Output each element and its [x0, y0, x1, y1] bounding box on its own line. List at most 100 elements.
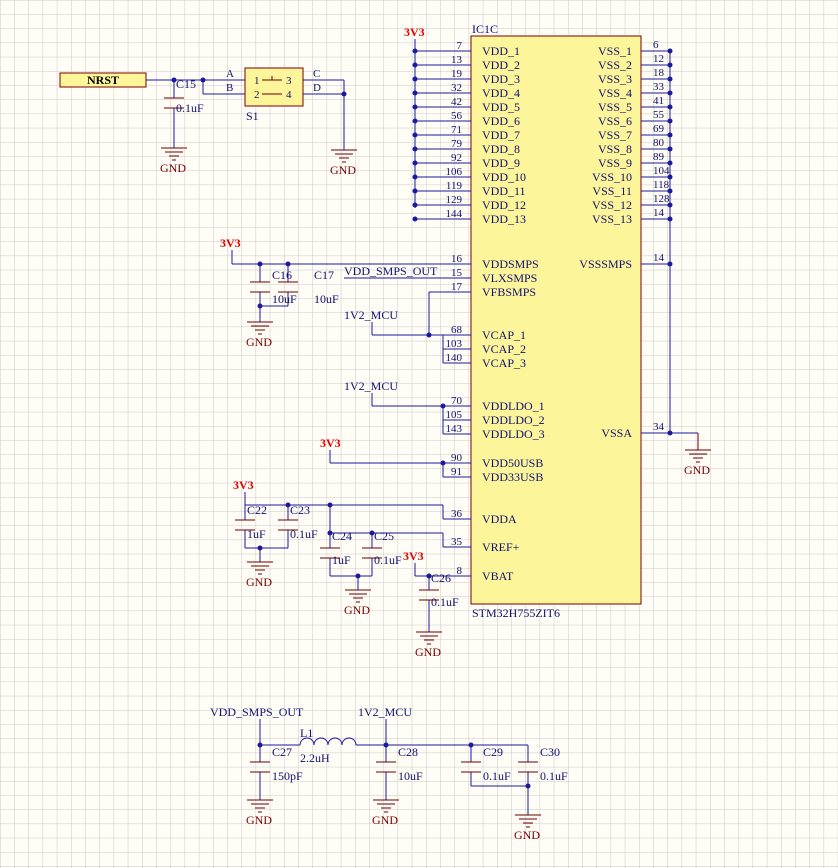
svg-text:VREF+: VREF+	[482, 540, 520, 554]
svg-text:VLXSMPS: VLXSMPS	[482, 271, 537, 285]
svg-text:VSS_8: VSS_8	[598, 142, 632, 156]
svg-text:C15: C15	[176, 77, 196, 91]
svg-text:VDD_9: VDD_9	[482, 156, 520, 170]
svg-text:VSS_3: VSS_3	[598, 72, 632, 86]
svg-text:GND: GND	[684, 463, 710, 477]
svg-text:C16: C16	[272, 268, 292, 282]
svg-text:C28: C28	[398, 745, 418, 759]
svg-text:106: 106	[446, 166, 463, 178]
svg-text:VDD_3: VDD_3	[482, 72, 520, 86]
svg-text:56: 56	[451, 110, 463, 122]
svg-text:3: 3	[286, 75, 292, 87]
ic-pin-vdd_6[interactable]: 56 VDD_6	[412, 110, 521, 128]
svg-text:VSSSMPS: VSSSMPS	[579, 257, 632, 271]
ic-pin-vdd_10[interactable]: 106 VDD_10	[412, 166, 527, 184]
svg-text:VSS_6: VSS_6	[598, 114, 632, 128]
svg-text:VDD_10: VDD_10	[482, 170, 526, 184]
svg-text:VSS_10: VSS_10	[592, 170, 632, 184]
ic-stm32[interactable]: IC1C STM32H755ZIT6	[470, 22, 642, 620]
svg-text:VSSA: VSSA	[601, 426, 632, 440]
svg-text:A: A	[226, 68, 234, 80]
ic-pin-vsssmps[interactable]: 14 VSSSMPS	[579, 252, 673, 271]
svg-text:32: 32	[451, 82, 462, 94]
smps-filter: VDD_SMPS_OUT 1V2_MCU	[210, 705, 531, 815]
component-labels: L12.2uH	[300, 726, 330, 765]
svg-text:140: 140	[446, 352, 463, 364]
inductor-l1[interactable]	[299, 737, 357, 746]
svg-text:14: 14	[653, 252, 665, 264]
svg-text:10uF: 10uF	[272, 292, 297, 306]
svg-text:3V3: 3V3	[220, 236, 241, 250]
svg-text:3V3: 3V3	[320, 436, 341, 450]
svg-text:VDD_2: VDD_2	[482, 58, 520, 72]
svg-text:VDD_SMPS_OUT: VDD_SMPS_OUT	[344, 264, 438, 278]
svg-text:0.1uF: 0.1uF	[540, 769, 568, 783]
svg-text:68: 68	[451, 324, 463, 336]
ldo-section: 1V2_MCU	[344, 379, 471, 435]
gnd-symbol: GND	[372, 799, 399, 827]
svg-text:103: 103	[446, 338, 463, 350]
svg-text:16: 16	[451, 253, 463, 265]
capacitor-c16[interactable]: C16 10uF	[250, 268, 297, 306]
svg-text:VDD33USB: VDD33USB	[482, 470, 543, 484]
svg-text:VCAP_1: VCAP_1	[482, 328, 526, 342]
svg-text:42: 42	[451, 96, 462, 108]
gnd-symbol: GND	[160, 108, 187, 175]
svg-text:VDD_6: VDD_6	[482, 114, 520, 128]
ic-pin-vdd_9[interactable]: 92 VDD_9	[412, 152, 521, 170]
svg-text:71: 71	[451, 124, 462, 136]
ic-pin-vss_10[interactable]: 104 VSS_10	[592, 165, 673, 184]
svg-text:C26: C26	[431, 571, 451, 585]
svg-text:D: D	[313, 82, 321, 94]
svg-text:91: 91	[451, 466, 462, 478]
svg-text:10uF: 10uF	[314, 292, 339, 306]
svg-text:GND: GND	[372, 813, 398, 827]
ic-pin-vssa[interactable]: 34 VSSA	[601, 421, 673, 440]
svg-text:104: 104	[653, 165, 670, 177]
svg-text:VCAP_3: VCAP_3	[482, 356, 526, 370]
gnd-symbol: GND	[415, 631, 442, 659]
svg-text:VDD_4: VDD_4	[482, 86, 520, 100]
gnd-symbol: GND	[246, 561, 273, 589]
svg-text:C30: C30	[540, 745, 560, 759]
svg-text:92: 92	[451, 152, 462, 164]
svg-text:C22: C22	[247, 503, 267, 517]
svg-text:C27: C27	[272, 745, 292, 759]
switch-s1[interactable]	[244, 67, 304, 107]
svg-text:12: 12	[653, 53, 664, 65]
svg-text:GND: GND	[514, 828, 540, 842]
capacitor-c30[interactable]: C30 0.1uF	[518, 745, 568, 783]
svg-text:34: 34	[653, 421, 665, 433]
svg-text:144: 144	[446, 208, 463, 220]
svg-text:33: 33	[653, 81, 665, 93]
svg-text:C25: C25	[374, 529, 394, 543]
